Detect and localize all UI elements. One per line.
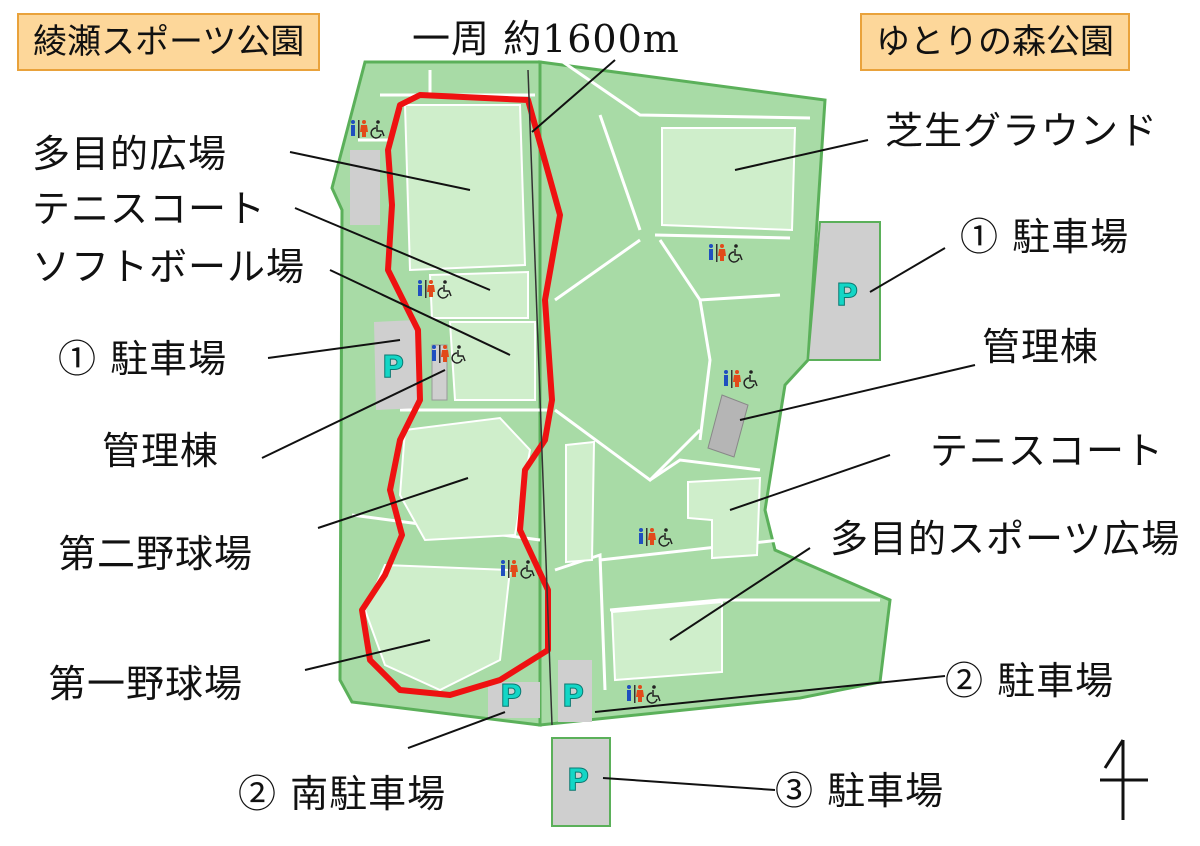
parking-1-left-label: ① 駐車場 bbox=[58, 337, 228, 381]
parking-lot-2-right bbox=[558, 660, 592, 722]
park-boundary-line bbox=[527, 69, 553, 726]
parking-icon: P bbox=[567, 763, 589, 798]
multisport-field-area bbox=[610, 600, 723, 682]
parking-icon: P bbox=[562, 679, 584, 714]
parking-lot-left-top bbox=[350, 150, 380, 225]
multipurpose-field-label: 多目的広場 bbox=[32, 132, 228, 176]
south-parking-label: ② 南駐車場 bbox=[238, 772, 447, 816]
parking-lot-1-right bbox=[806, 221, 881, 361]
north-arrow-icon bbox=[1100, 739, 1148, 820]
baseball-field-1-label: 第一野球場 bbox=[48, 662, 244, 706]
lawn-ground-area bbox=[661, 127, 797, 232]
multipurpose-field-area bbox=[403, 104, 527, 272]
yutori-forest-park-area bbox=[538, 60, 892, 727]
walking-paths bbox=[351, 58, 880, 691]
leader-lines bbox=[261, 59, 976, 791]
walking-route-loop bbox=[359, 92, 563, 698]
parking-3-label: ③ 駐車場 bbox=[775, 769, 945, 813]
admin-building-left-label: 管理棟 bbox=[102, 429, 220, 473]
parking-icon: P bbox=[836, 278, 858, 313]
lawn-strip-area bbox=[565, 440, 596, 564]
parking-lot-3 bbox=[551, 737, 611, 827]
parking-1-right-label: ① 駐車場 bbox=[960, 215, 1130, 259]
yutori-forest-park-title: ゆとりの森公園 bbox=[860, 13, 1130, 71]
parking-2-right-label: ② 駐車場 bbox=[945, 659, 1115, 703]
tennis-court-right-label: テニスコート bbox=[930, 429, 1165, 473]
tennis-court-left-area bbox=[428, 270, 529, 319]
parking-lot-south bbox=[488, 682, 540, 718]
loop-distance-label: 一周 約1600m bbox=[412, 17, 680, 61]
admin-building-right bbox=[707, 394, 749, 458]
multisport-field-label: 多目的スポーツ広場 bbox=[830, 517, 1181, 561]
tennis-court-left-label: テニスコート bbox=[32, 187, 267, 231]
softball-field-label: ソフトボール場 bbox=[32, 245, 306, 289]
ayase-sports-park-title: 綾瀬スポーツ公園 bbox=[17, 13, 321, 71]
softball-field-area bbox=[448, 321, 536, 401]
lawn-ground-label: 芝生グラウンド bbox=[885, 109, 1159, 153]
parking-icon: P bbox=[500, 679, 522, 714]
admin-building-right-label: 管理棟 bbox=[982, 325, 1100, 369]
baseball-field-2-label: 第二野球場 bbox=[58, 532, 254, 576]
parking-icon: P bbox=[382, 350, 404, 385]
tennis-court-right-area bbox=[687, 476, 762, 560]
